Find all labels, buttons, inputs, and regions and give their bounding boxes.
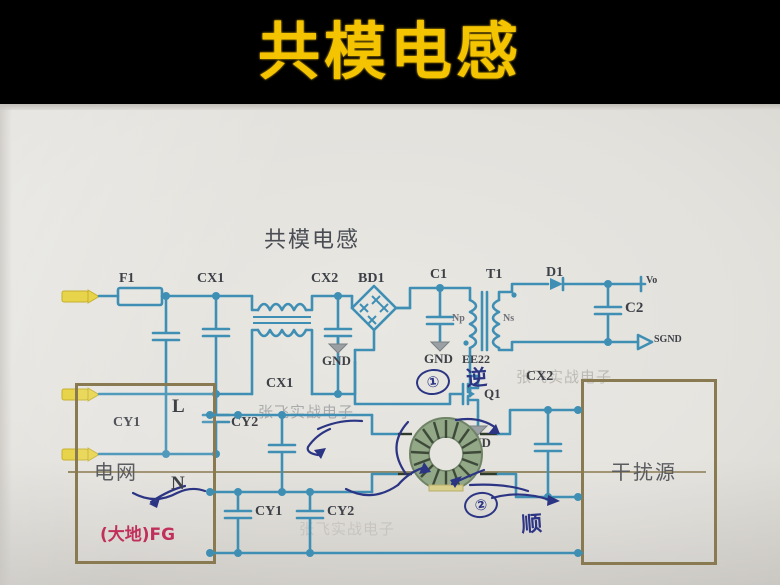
input-terminal-L	[61, 289, 100, 304]
handwritten-text-1: 逆	[465, 365, 488, 391]
diode-D1	[550, 276, 610, 292]
paper-top-edge	[0, 104, 780, 110]
label-BD1: BD1	[358, 271, 385, 286]
label-Q1: Q1	[484, 386, 501, 401]
label-vo: Vo	[646, 275, 658, 286]
transformer-T1	[463, 286, 517, 398]
label-live-L: L	[172, 396, 185, 417]
label-bottom-CX1: CX1	[266, 376, 294, 391]
label-T1: T1	[486, 267, 503, 282]
source-box-label: 电网	[94, 460, 138, 484]
bridge-rectifier-BD1	[350, 284, 412, 352]
label-C1: C1	[430, 267, 448, 282]
label-sgnd: SGND	[654, 334, 682, 345]
label-F1: F1	[119, 271, 135, 286]
label-bottom-CX2: CX2	[526, 369, 554, 384]
label-gnd-1: GND	[322, 353, 351, 368]
label-gnd-3: GND	[462, 435, 491, 450]
label-gnd-2: GND	[424, 351, 453, 366]
watermark-3: 张飞实战电子	[299, 520, 396, 538]
load-box	[581, 379, 717, 565]
label-ground-FG: (大地)FG	[100, 525, 176, 545]
label-bottom-CY1: CY1	[255, 504, 283, 519]
label-CX2: CX2	[311, 271, 339, 286]
label-Np: Np	[452, 313, 465, 324]
label-CY2: CY2	[231, 415, 259, 430]
label-EE22: EE22	[462, 352, 491, 366]
fuse-F1-body	[116, 286, 164, 307]
handwritten-text-2: 顺	[520, 511, 543, 537]
gnd-symbol-3	[467, 425, 489, 436]
label-CY1: CY1	[113, 415, 141, 430]
label-CX1: CX1	[197, 271, 225, 286]
load-box-label: 干扰源	[611, 460, 677, 484]
gnd-symbol-1	[327, 335, 349, 354]
label-D1: D1	[546, 265, 564, 280]
mosfet-Q1	[448, 374, 480, 418]
label-Ns: Ns	[503, 313, 515, 324]
paper-left-edge	[0, 104, 12, 585]
title-banner: 共模电感	[0, 0, 780, 104]
photographed-paper: 共模电感	[0, 104, 780, 585]
label-neutral-N: N	[171, 473, 185, 494]
label-C2: C2	[625, 300, 644, 316]
video-title: 共模电感	[257, 15, 522, 88]
label-bottom-CY2: CY2	[327, 504, 355, 519]
watermark-1: 张飞实战电子	[258, 403, 355, 421]
gnd-symbol-2	[429, 341, 451, 352]
source-box	[75, 383, 216, 564]
paper-diagram-title: 共模电感	[264, 228, 361, 253]
